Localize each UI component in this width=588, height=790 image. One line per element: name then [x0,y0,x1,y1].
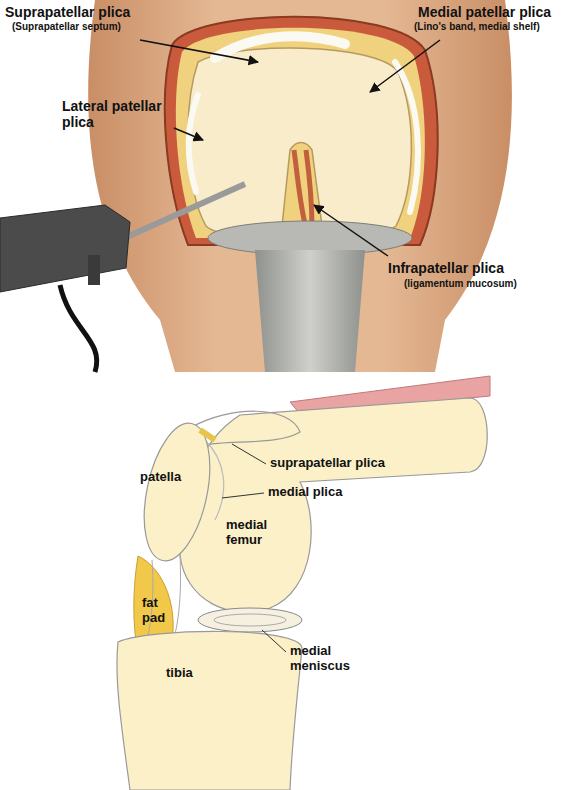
leader-line [222,493,264,498]
part-label: (Lino's band, medial shelf) [414,21,540,33]
lateral-plica-band [189,95,198,192]
arthroscope [0,205,130,292]
scope-cable [60,285,97,372]
scope-port [88,255,100,285]
part-label: Infrapatellar plica [388,260,504,276]
part-label: Medial patellar plica [418,4,551,20]
suprapatellar-plica-band [215,36,345,58]
meniscus-inner [214,614,286,626]
part-label: medial femur [226,518,286,548]
part-label: tibia [166,666,193,681]
part-label: suprapatellar plica [270,456,385,471]
tibia-shaft [255,250,365,372]
tibial-plateau [208,221,412,255]
femur [180,398,488,612]
joint-capsule [165,17,438,245]
fat-pad [134,556,173,642]
part-label: medial meniscus [290,644,360,674]
part-label: fat pad [142,596,170,626]
leader-line [314,205,388,256]
leg-skin [88,0,512,372]
meniscus [198,608,302,632]
part-label: Lateral patellar plica [62,98,162,130]
cruciate-ligaments [294,150,312,228]
leader-line [262,630,286,652]
patella [133,417,221,566]
leader-line [140,40,258,62]
part-label: patella [140,470,181,485]
femoral-condyles [188,48,411,234]
leader-line [174,128,203,140]
part-label: (ligamentum mucosum) [404,278,517,290]
part-label: (Suprapatellar septum) [12,21,121,33]
medial-plica-band [395,62,418,212]
tibia [117,631,302,790]
plica-fat [200,430,215,440]
leader-line [370,40,440,92]
leader-line [232,444,266,464]
synovial-fat [176,28,425,238]
part-label: Suprapatellar plica [5,4,130,20]
part-label: medial plica [268,485,342,500]
scope-probe [120,184,245,240]
